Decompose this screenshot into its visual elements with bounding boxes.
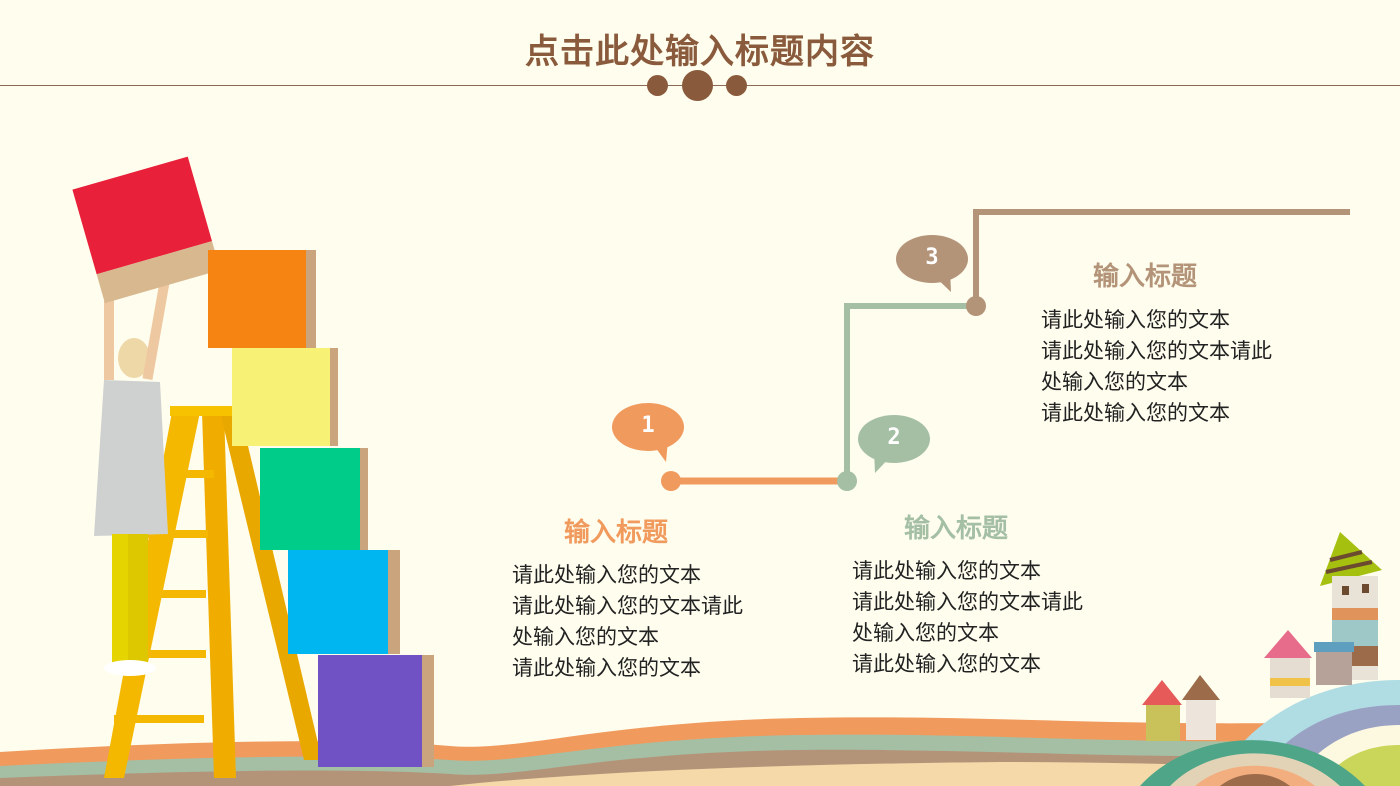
decor-dot-center	[682, 70, 713, 101]
step-2-body[interactable]: 请此处输入您的文本 请此处输入您的文本请此 处输入您的文本 请此处输入您的文本	[852, 556, 1083, 680]
step-1-title[interactable]: 输入标题	[564, 518, 669, 548]
village-illustration	[1140, 532, 1400, 786]
step-1-line: 请此处输入您的文本	[512, 656, 701, 680]
decor-dot-left	[647, 75, 668, 96]
step-2-line: 请此处输入您的文本请此	[852, 590, 1083, 614]
step-3-number-bubble: 3	[925, 245, 939, 270]
woman-ladder-boxes-image	[72, 156, 434, 778]
decor-dot-right	[726, 75, 747, 96]
step-3-line: 请此处输入您的文本请此	[1041, 339, 1272, 363]
step-2-line: 处输入您的文本	[852, 621, 999, 645]
step-2-title[interactable]: 输入标题	[904, 514, 1009, 544]
step-2-number-bubble: 2	[887, 425, 901, 450]
step-1-number-bubble: 1	[641, 413, 655, 438]
step-2-line: 请此处输入您的文本	[852, 559, 1041, 583]
step-3-line: 请此处输入您的文本	[1041, 401, 1230, 425]
step-3-title[interactable]: 输入标题	[1093, 262, 1198, 292]
step-1-body[interactable]: 请此处输入您的文本 请此处输入您的文本请此 处输入您的文本 请此处输入您的文本	[512, 560, 743, 684]
page-title[interactable]: 点击此处输入标题内容	[525, 32, 875, 72]
step-2-line: 请此处输入您的文本	[852, 652, 1041, 676]
step-1-line: 请此处输入您的文本请此	[512, 594, 743, 618]
step-1-line: 处输入您的文本	[512, 625, 659, 649]
step-3-body[interactable]: 请此处输入您的文本 请此处输入您的文本请此 处输入您的文本 请此处输入您的文本	[1041, 305, 1272, 429]
step-3-line: 请此处输入您的文本	[1041, 308, 1230, 332]
step-3-line: 处输入您的文本	[1041, 370, 1188, 394]
step-1-line: 请此处输入您的文本	[512, 563, 701, 587]
